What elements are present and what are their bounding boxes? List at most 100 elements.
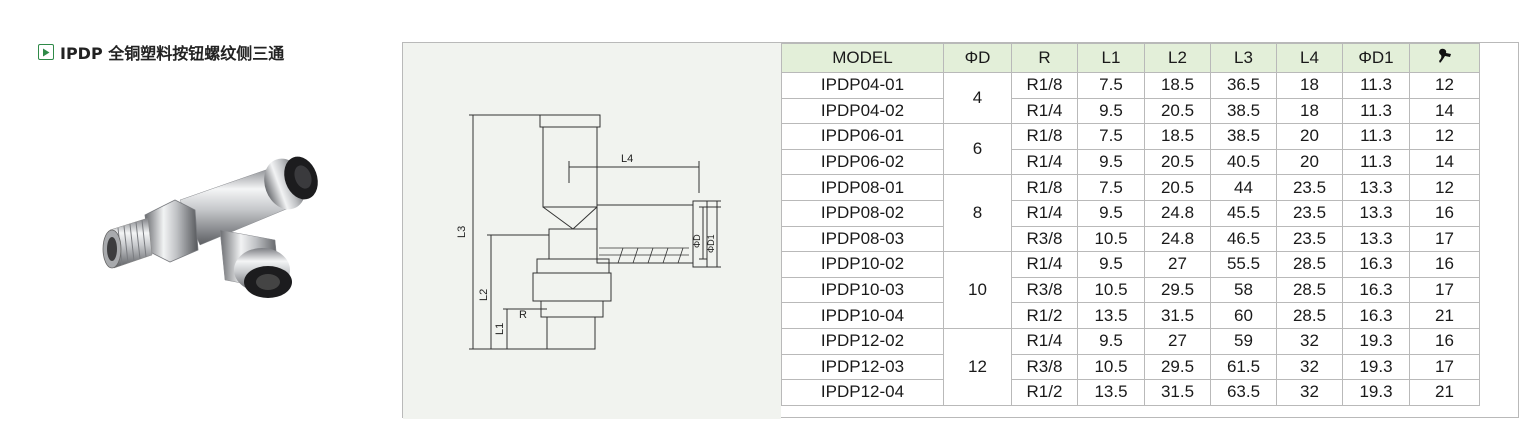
header-model: MODEL xyxy=(781,43,944,73)
wrench-size-cell: 17 xyxy=(1409,225,1480,253)
d1-cell: 13.3 xyxy=(1342,199,1410,227)
wrench-size-cell: 12 xyxy=(1409,174,1480,201)
l1-cell: 9.5 xyxy=(1077,199,1145,227)
l4-cell: 32 xyxy=(1276,327,1343,355)
dim-l3-label: L3 xyxy=(456,226,468,238)
l3-cell: 46.5 xyxy=(1210,225,1277,253)
l4-cell: 23.5 xyxy=(1276,225,1343,253)
model-cell: IPDP08-02 xyxy=(781,199,944,227)
d1-cell: 11.3 xyxy=(1342,72,1410,99)
page-title: IPDP 全铜塑料按钮螺纹侧三通 xyxy=(38,40,284,64)
wrench-size-cell: 17 xyxy=(1409,276,1480,304)
d1-cell: 11.3 xyxy=(1342,123,1410,150)
l3-cell: 60 xyxy=(1210,302,1277,329)
diameter-cell: 12 xyxy=(943,327,1012,406)
d1-cell: 13.3 xyxy=(1342,225,1410,253)
header-l4: L4 xyxy=(1276,43,1343,73)
r-cell: R1/4 xyxy=(1011,199,1078,227)
model-cell: IPDP08-01 xyxy=(781,174,944,201)
spec-panel: L3 L2 L1 L4 R ΦD ΦD1 MODEL ΦD R L1 L2 L3… xyxy=(402,42,1519,419)
l3-cell: 59 xyxy=(1210,327,1277,355)
l3-cell: 44 xyxy=(1210,174,1277,201)
r-cell: R1/2 xyxy=(1011,302,1078,329)
l3-cell: 58 xyxy=(1210,276,1277,304)
model-cell: IPDP06-02 xyxy=(781,148,944,176)
wrench-size-cell: 12 xyxy=(1409,123,1480,150)
dim-l1-label: L1 xyxy=(494,323,506,335)
model-cell: IPDP10-04 xyxy=(781,302,944,329)
l2-cell: 27 xyxy=(1144,327,1211,355)
l2-cell: 29.5 xyxy=(1144,353,1211,381)
wrench-size-cell: 16 xyxy=(1409,199,1480,227)
l3-cell: 38.5 xyxy=(1210,123,1277,150)
l3-cell: 38.5 xyxy=(1210,97,1277,125)
l4-cell: 18 xyxy=(1276,97,1343,125)
model-cell: IPDP10-03 xyxy=(781,276,944,304)
l3-cell: 55.5 xyxy=(1210,251,1277,278)
d1-cell: 19.3 xyxy=(1342,379,1410,406)
l1-cell: 10.5 xyxy=(1077,276,1145,304)
r-cell: R3/8 xyxy=(1011,225,1078,253)
l3-cell: 40.5 xyxy=(1210,148,1277,176)
diameter-cell: 6 xyxy=(943,123,1012,176)
l2-cell: 24.8 xyxy=(1144,199,1211,227)
diameter-cell: 10 xyxy=(943,251,1012,329)
l1-cell: 10.5 xyxy=(1077,353,1145,381)
product-photo xyxy=(100,130,340,330)
model-cell: IPDP10-02 xyxy=(781,251,944,278)
l3-cell: 63.5 xyxy=(1210,379,1277,406)
model-cell: IPDP08-03 xyxy=(781,225,944,253)
header-l1: L1 xyxy=(1077,43,1145,73)
r-cell: R1/4 xyxy=(1011,327,1078,355)
r-cell: R1/4 xyxy=(1011,97,1078,125)
l2-cell: 20.5 xyxy=(1144,174,1211,201)
l2-cell: 20.5 xyxy=(1144,148,1211,176)
l1-cell: 7.5 xyxy=(1077,72,1145,99)
l1-cell: 7.5 xyxy=(1077,174,1145,201)
r-cell: R1/8 xyxy=(1011,72,1078,99)
r-cell: R1/8 xyxy=(1011,123,1078,150)
l4-cell: 23.5 xyxy=(1276,174,1343,201)
d1-cell: 19.3 xyxy=(1342,353,1410,381)
l1-cell: 9.5 xyxy=(1077,148,1145,176)
l2-cell: 18.5 xyxy=(1144,123,1211,150)
d1-cell: 11.3 xyxy=(1342,148,1410,176)
technical-drawing: L3 L2 L1 L4 R ΦD ΦD1 xyxy=(403,43,781,419)
model-cell: IPDP12-03 xyxy=(781,353,944,381)
l1-cell: 13.5 xyxy=(1077,302,1145,329)
d1-cell: 16.3 xyxy=(1342,302,1410,329)
l3-cell: 36.5 xyxy=(1210,72,1277,99)
l2-cell: 27 xyxy=(1144,251,1211,278)
l1-cell: 9.5 xyxy=(1077,97,1145,125)
header-r: R xyxy=(1011,43,1078,73)
model-cell: IPDP06-01 xyxy=(781,123,944,150)
wrench-size-cell: 14 xyxy=(1409,148,1480,176)
l1-cell: 7.5 xyxy=(1077,123,1145,150)
d1-cell: 11.3 xyxy=(1342,97,1410,125)
dim-l4-label: L4 xyxy=(621,153,633,165)
l4-cell: 23.5 xyxy=(1276,199,1343,227)
wrench-size-cell: 12 xyxy=(1409,72,1480,99)
r-cell: R1/4 xyxy=(1011,251,1078,278)
dim-l2-label: L2 xyxy=(478,289,490,301)
l1-cell: 10.5 xyxy=(1077,225,1145,253)
wrench-size-cell: 17 xyxy=(1409,353,1480,381)
model-cell: IPDP12-04 xyxy=(781,379,944,406)
diameter-cell: 4 xyxy=(943,71,1012,125)
header-l3: L3 xyxy=(1210,43,1277,73)
wrench-icon xyxy=(1438,48,1451,63)
d1-cell: 13.3 xyxy=(1342,174,1410,201)
l1-cell: 13.5 xyxy=(1077,379,1145,406)
model-cell: IPDP04-01 xyxy=(781,72,944,99)
l4-cell: 18 xyxy=(1276,72,1343,99)
